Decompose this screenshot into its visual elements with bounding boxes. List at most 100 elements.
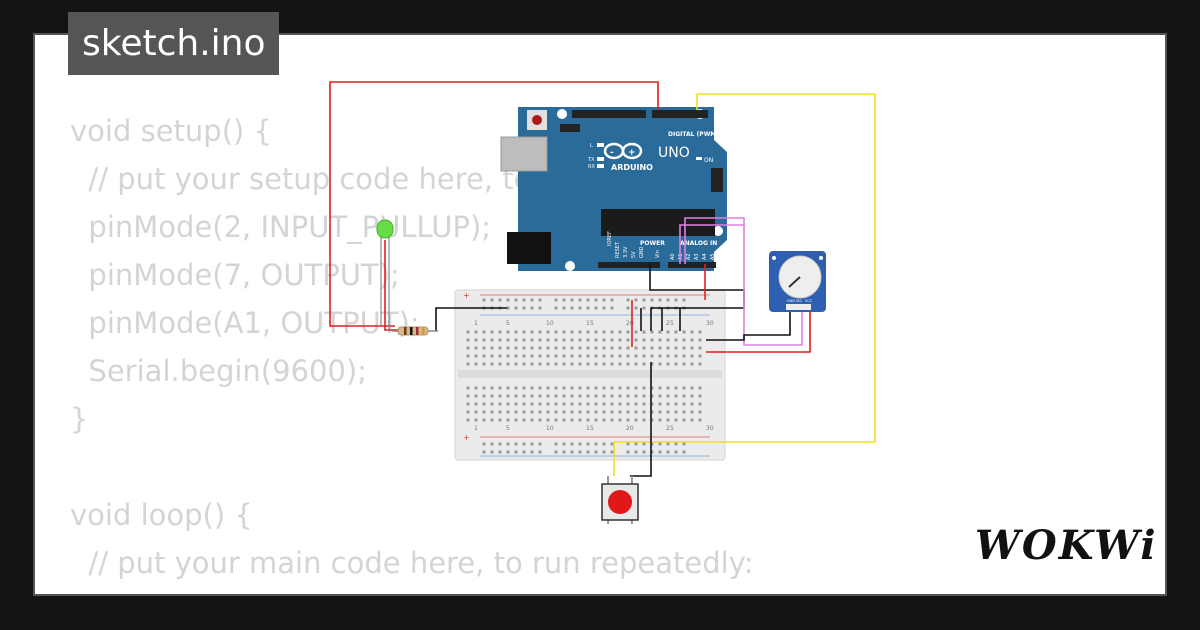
analog-header: [668, 262, 716, 268]
breadboard-column-label: 15: [586, 320, 594, 327]
center-channel: [458, 370, 722, 378]
code-line[interactable]: pinMode(2, INPUT_PULLUP);: [70, 210, 492, 244]
svg-text:-: -: [610, 148, 614, 158]
file-tab-label: sketch.ino: [82, 23, 266, 64]
usb-connector: [500, 136, 548, 172]
breadboard-column-label: 15: [586, 425, 594, 432]
arduino-brand: ARDUINO: [611, 163, 653, 172]
rx-label: RX: [588, 164, 595, 170]
breadboard-column-label: 30: [706, 425, 714, 432]
analog-pin-label: A5: [710, 253, 716, 260]
tx-label: TX: [587, 157, 595, 163]
analog-pin-label: A3: [694, 253, 700, 260]
analog-header-label: ANALOG IN: [680, 240, 717, 247]
bottom-rail-holes-2: [552, 439, 616, 455]
breadboard-column-label: 25: [666, 425, 674, 432]
reset-label: RESET: [615, 241, 621, 258]
on-label: ON: [704, 157, 713, 164]
potentiometer-pins: [786, 304, 811, 310]
breadboard-column-label: 1: [474, 425, 478, 432]
power-header-label: POWER: [640, 240, 665, 247]
power-header: [598, 262, 660, 268]
arduino-uno[interactable]: DIGITAL (PWM ~) - + UNO ARDUINO ON L TX …: [500, 107, 727, 271]
vin-label: Vin: [655, 250, 661, 258]
bottom-rail-holes-3: [624, 439, 688, 455]
breadboard-column-label: 10: [546, 425, 554, 432]
rail-plus-label: +: [463, 291, 470, 300]
wires: [329, 81, 876, 477]
icsp-header: [560, 124, 580, 132]
wokwi-logo: WOKWi: [975, 522, 1158, 569]
icsp-header-2: [711, 168, 723, 192]
top-rail-holes-1: [480, 297, 544, 313]
breadboard-column-label: 25: [666, 320, 674, 327]
push-button[interactable]: [601, 476, 639, 524]
wire-red-pin7: [329, 81, 659, 327]
code-line[interactable]: Serial.begin(9600);: [70, 354, 368, 388]
wire-red-led: [384, 240, 400, 331]
file-tab[interactable]: sketch.ino: [68, 12, 280, 75]
analog-pin-label: A0: [670, 253, 676, 260]
wire-pink-a1-b: [679, 224, 745, 264]
l-led: [597, 143, 604, 147]
potentiometer-pin-label: GND: [787, 299, 795, 303]
terminal-holes-top: [466, 326, 706, 366]
arduino-model: UNO: [658, 145, 690, 161]
l-label: L: [590, 143, 593, 149]
top-rail-holes-3: [624, 297, 688, 313]
wire-black-button: [630, 362, 652, 477]
code-editor: void setup() { // put your setup code he…: [70, 107, 754, 594]
wire-red-pot-vcc: [706, 310, 811, 353]
led[interactable]: [376, 219, 394, 330]
tx-led: [597, 157, 604, 161]
wire-black-resistor: [435, 307, 507, 331]
wire-yellow-pin2: [613, 93, 876, 476]
breadboard-column-label: 5: [506, 425, 510, 432]
analog-pin-label: A2: [686, 253, 692, 260]
analog-pin-label: A4: [702, 253, 708, 260]
code-line[interactable]: // put your main code here, to run repea…: [70, 546, 754, 580]
code-line[interactable]: pinMode(A1, OUTPUT);: [70, 306, 420, 340]
code-line[interactable]: void loop() {: [70, 498, 253, 532]
breadboard-column-label: 30: [706, 320, 714, 327]
potentiometer-indicator: [788, 276, 801, 288]
ioref-label: IOREF: [607, 231, 613, 246]
breadboard-column-label: 1: [474, 320, 478, 327]
reset-button[interactable]: [532, 115, 542, 125]
led-body: [376, 219, 394, 239]
top-rail-holes-2: [552, 297, 616, 313]
breadboard-column-label: 5: [506, 320, 510, 327]
resistor[interactable]: [392, 326, 438, 336]
gnd-label: GND: [639, 246, 645, 258]
digital-header-left: [572, 110, 646, 118]
breadboard-column-label: 10: [546, 320, 554, 327]
button-cap[interactable]: [608, 490, 632, 514]
code-line[interactable]: void setup() {: [70, 114, 272, 148]
v5-label: 5V: [631, 251, 637, 258]
mount-hole-4: [713, 226, 723, 236]
on-led: [696, 157, 702, 160]
breadboard-column-label: 20: [626, 425, 634, 432]
v33-label: 3.3V: [623, 246, 629, 258]
arduino-logo: - +: [603, 142, 643, 160]
power-jack: [507, 232, 551, 264]
potentiometer-pin-label: VCC: [805, 299, 813, 303]
digital-header-label: DIGITAL (PWM ~): [668, 131, 726, 138]
breadboard-column-label: 20: [626, 320, 634, 327]
analog-pin-label: A1: [678, 253, 684, 260]
svg-text:+: +: [628, 148, 636, 158]
potentiometer-pin-label: SIG: [796, 299, 802, 303]
mount-hole-3: [565, 261, 575, 271]
atmega-chip: [601, 209, 715, 236]
code-line[interactable]: }: [70, 402, 89, 436]
rx-led: [597, 164, 604, 168]
rail-plus-label-bottom: +: [463, 433, 470, 442]
wire-black-pot-gnd: [706, 310, 791, 341]
bottom-rail-holes-1: [480, 439, 544, 455]
